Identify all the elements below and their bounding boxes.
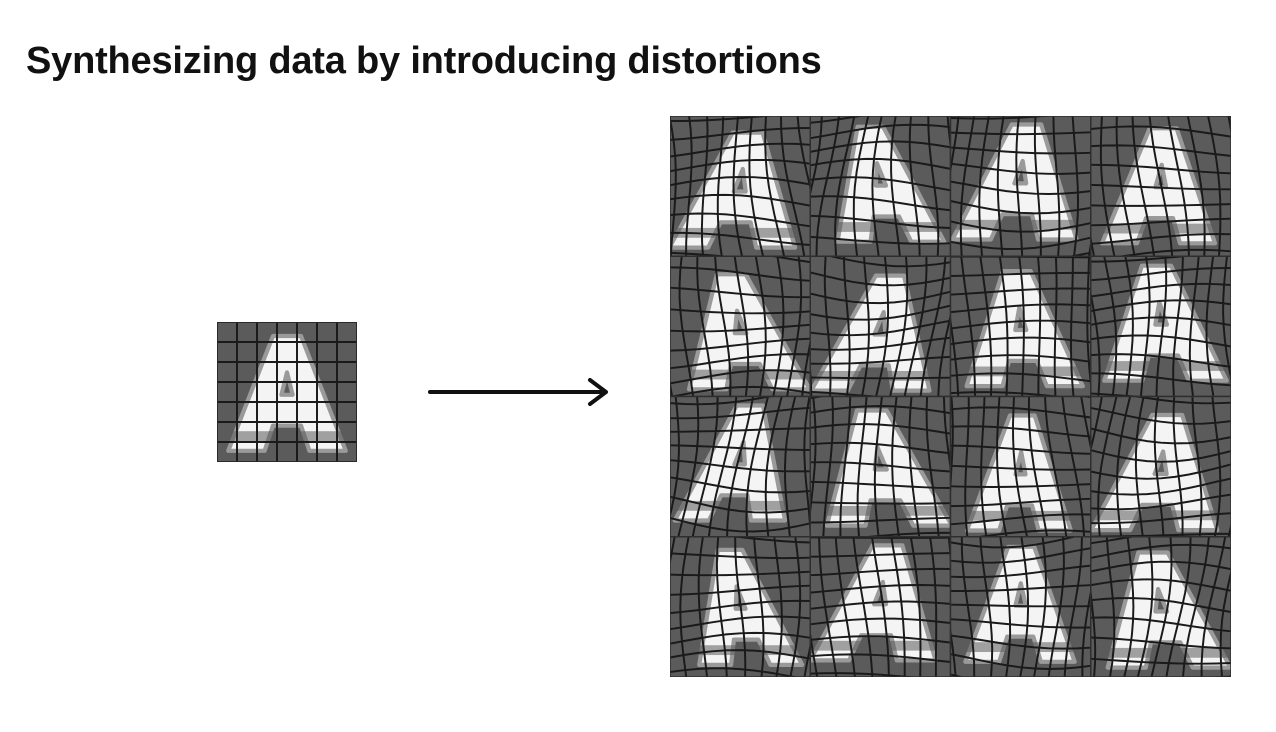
letter-a-tile xyxy=(670,536,811,677)
letter-a-tile xyxy=(1090,395,1231,538)
letter-a-tile xyxy=(949,536,1092,677)
letter-a-tile xyxy=(809,536,952,677)
letter-a-tile xyxy=(217,322,357,462)
letter-a-tile xyxy=(809,255,952,398)
original-letter-a-image xyxy=(217,322,357,462)
letter-a-tile xyxy=(809,116,952,257)
letter-a-tile xyxy=(670,116,811,257)
slide-title: Synthesizing data by introducing distort… xyxy=(26,40,822,82)
letter-a-tile xyxy=(670,255,811,398)
letter-a-tile xyxy=(949,255,1092,398)
letter-a-tile xyxy=(949,395,1092,538)
letter-a-tile xyxy=(949,116,1092,257)
letter-a-tile xyxy=(809,395,952,538)
letter-a-tile xyxy=(1090,536,1231,677)
letter-a-tile xyxy=(1090,255,1231,398)
letter-a-tile xyxy=(670,395,811,538)
right-arrow-icon xyxy=(428,376,614,408)
distorted-samples-grid xyxy=(670,116,1231,677)
letter-a-tile xyxy=(1090,116,1231,257)
